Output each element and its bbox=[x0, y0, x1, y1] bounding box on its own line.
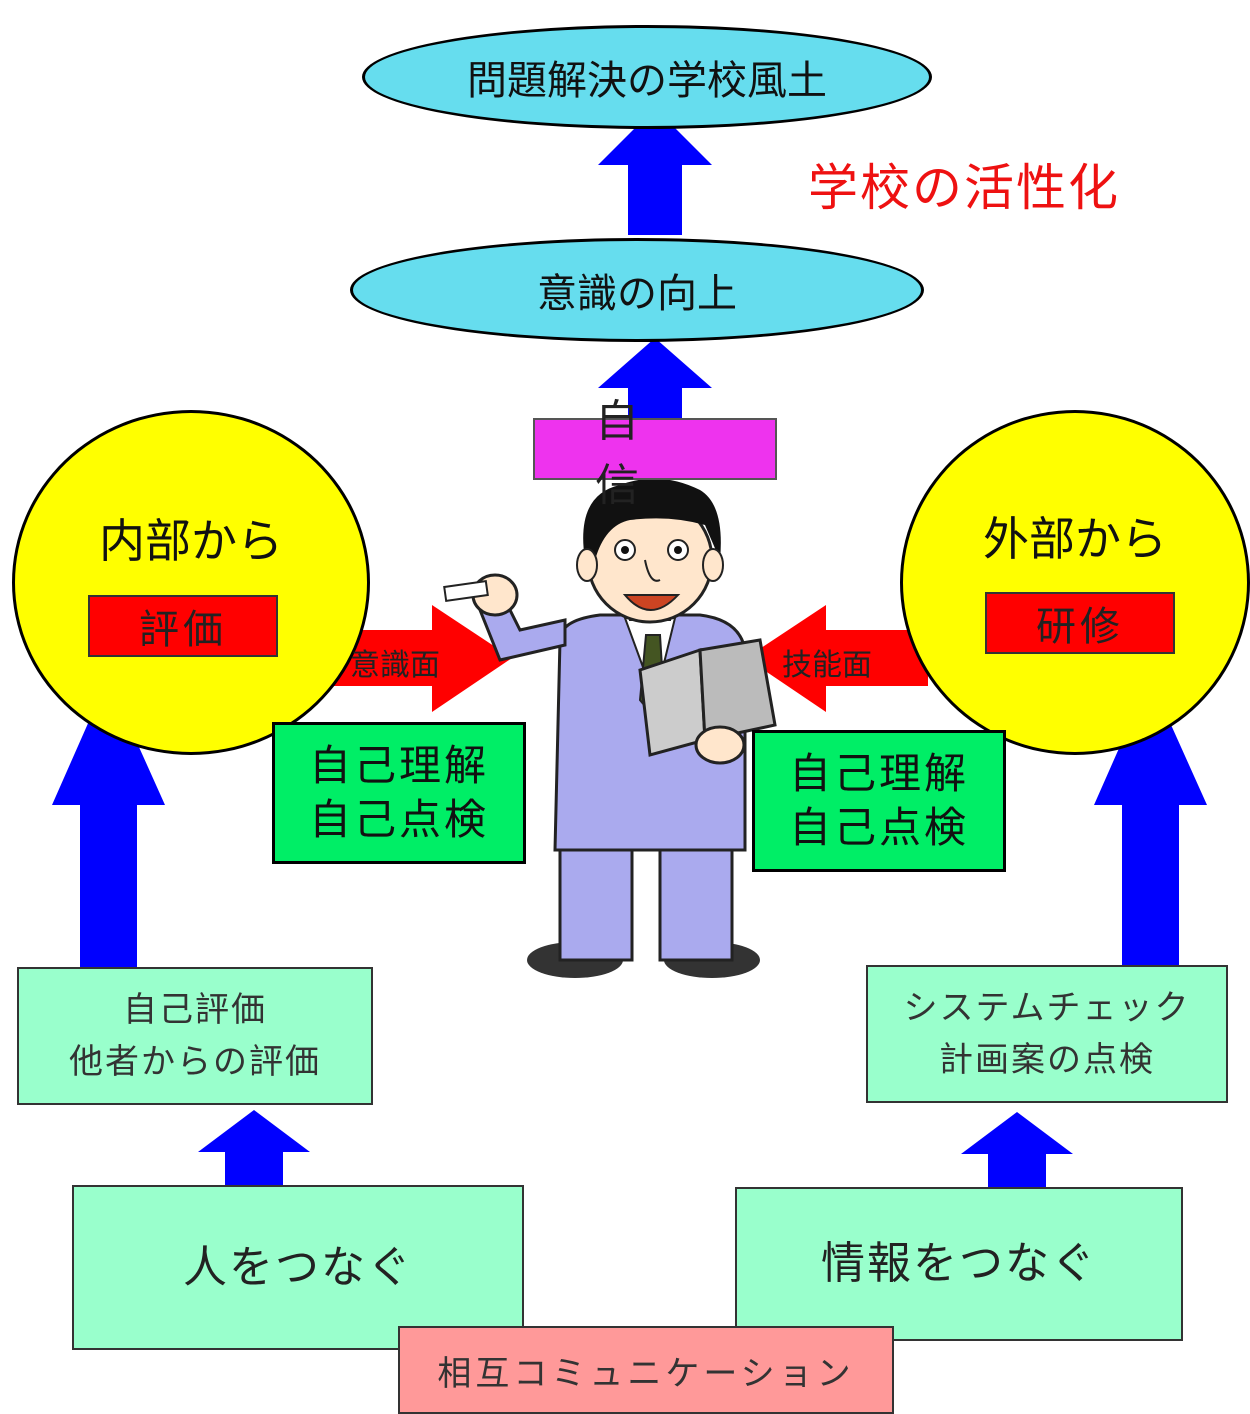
awareness-text: 意識の向上 bbox=[537, 271, 737, 317]
external-title: 外部から bbox=[983, 512, 1167, 566]
arrow-up-left-eval bbox=[52, 678, 165, 968]
internal-title: 内部から bbox=[99, 514, 283, 568]
external-circle: 外部から bbox=[900, 410, 1250, 755]
connect-info-box: 情報をつなぐ bbox=[735, 1187, 1183, 1341]
right-green-line-1: 自己理解 bbox=[788, 749, 969, 798]
goal-text: 問題解決の学校風土 bbox=[467, 58, 827, 104]
confidence-text: 自信 bbox=[595, 396, 699, 511]
arrow-up-right-check bbox=[1094, 678, 1207, 968]
awareness-side-label: 意識面 bbox=[350, 648, 440, 683]
self-eval-line-1: 自己評価 bbox=[123, 990, 267, 1030]
arrow-up-to-awareness bbox=[598, 338, 712, 420]
training-badge-text: 研修 bbox=[1036, 604, 1124, 650]
skill-side-label: 技能面 bbox=[782, 648, 872, 683]
internal-circle: 内部から bbox=[12, 410, 370, 755]
connect-info-text: 情報をつなぐ bbox=[821, 1238, 1097, 1289]
system-check-box: システムチェック 計画案の点検 bbox=[866, 965, 1228, 1103]
arrow-up-people bbox=[198, 1110, 310, 1188]
arrow-up-info bbox=[961, 1112, 1073, 1190]
mutual-communication-text: 相互コミュニケーション bbox=[437, 1353, 855, 1394]
self-eval-line-2: 他者からの評価 bbox=[69, 1042, 321, 1082]
red-arrow-awareness-side bbox=[330, 605, 512, 712]
teacher-figure bbox=[443, 478, 777, 978]
connect-people-text: 人をつなぐ bbox=[183, 1241, 413, 1293]
school-activation-label: 学校の活性化 bbox=[808, 159, 1120, 217]
evaluation-badge: 評価 bbox=[88, 595, 278, 657]
confidence-box: 自信 bbox=[533, 396, 777, 511]
mutual-communication-box: 相互コミュニケーション bbox=[398, 1326, 894, 1414]
left-green-line-2: 自己点検 bbox=[308, 795, 489, 844]
self-evaluation-box: 自己評価 他者からの評価 bbox=[17, 967, 373, 1105]
awareness-ellipse: 意識の向上 bbox=[350, 238, 924, 342]
system-check-line-2: 計画案の点検 bbox=[939, 1040, 1155, 1080]
left-green-line-1: 自己理解 bbox=[308, 741, 489, 790]
system-check-line-1: システムチェック bbox=[903, 988, 1191, 1028]
red-arrow-skill-side bbox=[746, 605, 928, 712]
right-self-understanding-box: 自己理解 自己点検 bbox=[752, 730, 1006, 872]
training-badge: 研修 bbox=[985, 592, 1175, 654]
right-green-line-2: 自己点検 bbox=[788, 803, 969, 852]
left-self-understanding-box: 自己理解 自己点検 bbox=[272, 722, 526, 864]
connect-people-box: 人をつなぐ bbox=[72, 1185, 524, 1350]
goal-ellipse: 問題解決の学校風土 bbox=[362, 25, 932, 129]
evaluation-badge-text: 評価 bbox=[139, 607, 227, 653]
arrow-up-to-goal bbox=[598, 108, 712, 235]
